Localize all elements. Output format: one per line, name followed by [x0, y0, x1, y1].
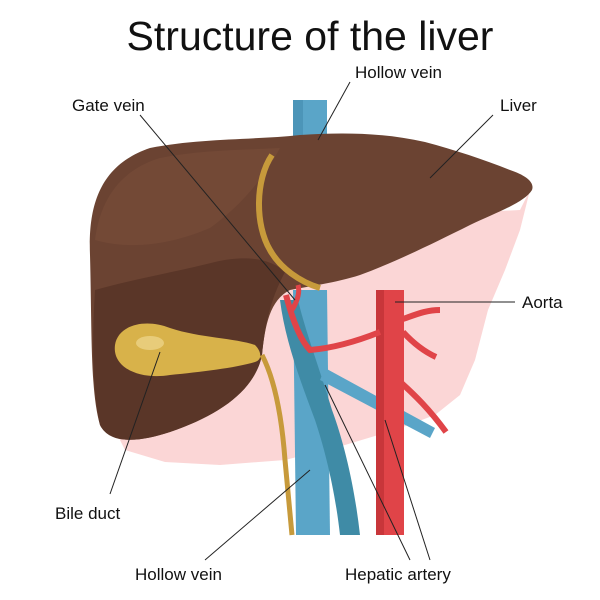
leader-bile-duct	[109, 351, 161, 495]
aorta-branch-upper	[399, 307, 441, 323]
label-aorta: Aorta	[522, 293, 563, 312]
label-hepatic-artery: Hepatic artery	[345, 565, 451, 584]
label-bile-duct: Bile duct	[55, 504, 120, 523]
bile-duct	[259, 353, 295, 536]
label-hollow-vein-top: Hollow vein	[355, 63, 442, 82]
label-hollow-vein-bottom: Hollow vein	[135, 565, 222, 584]
diagram-title: Structure of the liver	[127, 13, 494, 59]
aorta-branch-mid	[400, 329, 438, 360]
leader-hollow-vein-top	[317, 81, 351, 141]
gate-vein	[280, 300, 360, 535]
aorta-branch-lower	[396, 377, 449, 434]
hepatic-artery	[283, 294, 382, 354]
leader-hepatic-artery	[324, 384, 411, 561]
label-liver: Liver	[500, 96, 537, 115]
leader-hollow-vein-bottom	[204, 469, 311, 561]
hepatic-artery-branch	[289, 284, 302, 312]
bile-duct-upper	[256, 153, 321, 291]
leader-gate-vein	[139, 114, 296, 301]
liver-right-lobe	[95, 148, 280, 246]
gallbladder-highlight	[136, 336, 164, 350]
leader-liver	[429, 114, 494, 179]
aorta-shade	[376, 290, 384, 535]
leader-hepatic-artery-2	[384, 419, 431, 561]
label-gate-vein: Gate vein	[72, 96, 145, 115]
